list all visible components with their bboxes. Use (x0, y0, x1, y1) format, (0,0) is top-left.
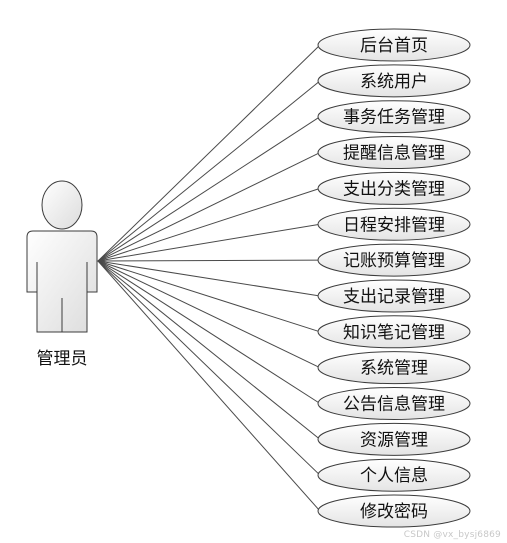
use-case-ellipse (317, 243, 471, 277)
use-case-label: 个人信息 (360, 466, 428, 486)
use-case-ellipse (317, 458, 471, 492)
association-line (97, 44, 321, 262)
use-case: 日程安排管理 (317, 207, 471, 241)
use-case: 知识笔记管理 (317, 315, 471, 349)
association-line (97, 187, 321, 262)
actor-figure: 管理员 (26, 180, 98, 369)
association-line (97, 80, 321, 262)
use-case-label: 知识笔记管理 (343, 323, 445, 343)
actor-label: 管理员 (37, 349, 88, 369)
use-cases: 后台首页系统用户事务任务管理提醒信息管理支出分类管理日程安排管理记账预算管理支出… (317, 28, 471, 528)
use-case-label: 支出记录管理 (343, 287, 445, 307)
association-line (97, 260, 321, 404)
use-case-ellipse (317, 28, 471, 62)
use-case-ellipse (317, 171, 471, 205)
use-case-label: 提醒信息管理 (343, 144, 445, 164)
use-case-ellipse (317, 387, 471, 420)
watermark: CSDN @vx_bysj6869 (403, 530, 501, 540)
use-case-ellipse (317, 315, 471, 349)
use-case-ellipse (317, 64, 471, 98)
use-case: 记账预算管理 (317, 243, 471, 277)
use-case-ellipse (317, 351, 471, 385)
use-case: 修改密码 (317, 494, 471, 528)
use-case-ellipse (317, 207, 471, 241)
use-case-label: 资源管理 (360, 430, 428, 450)
association-line (97, 223, 321, 262)
actor-head (41, 180, 83, 230)
use-case: 系统用户 (317, 64, 471, 98)
use-case-label: 日程安排管理 (343, 215, 445, 235)
use-case-ellipse (317, 100, 471, 134)
use-case-label: 支出分类管理 (343, 179, 445, 199)
use-case: 个人信息 (317, 458, 471, 492)
use-case-label: 修改密码 (360, 502, 428, 522)
association-line (97, 260, 321, 440)
use-case: 提醒信息管理 (317, 136, 471, 170)
use-case-label: 记账预算管理 (343, 251, 445, 271)
use-case: 资源管理 (317, 422, 471, 456)
use-case: 事务任务管理 (317, 100, 471, 134)
use-case: 支出分类管理 (317, 171, 471, 205)
use-case: 后台首页 (317, 28, 471, 62)
use-case-label: 后台首页 (360, 36, 428, 56)
association-line (97, 152, 321, 262)
use-case-label: 系统用户 (360, 72, 428, 92)
use-case-label: 系统管理 (360, 359, 428, 379)
association-lines (97, 44, 321, 512)
use-case-label: 公告信息管理 (343, 395, 445, 415)
association-line (97, 116, 321, 262)
use-case-ellipse (317, 136, 471, 170)
use-case-ellipse (317, 494, 471, 528)
actor-body (26, 230, 98, 333)
use-case-label: 事务任务管理 (343, 108, 445, 128)
association-line (97, 260, 321, 476)
association-line (97, 260, 321, 512)
use-case: 系统管理 (317, 351, 471, 385)
association-line (97, 260, 321, 297)
use-case-ellipse (317, 422, 471, 456)
association-line (97, 260, 321, 333)
use-case: 公告信息管理 (317, 387, 471, 420)
use-case-ellipse (317, 279, 471, 313)
use-case: 支出记录管理 (317, 279, 471, 313)
association-line (97, 259, 321, 262)
association-line (97, 260, 321, 369)
